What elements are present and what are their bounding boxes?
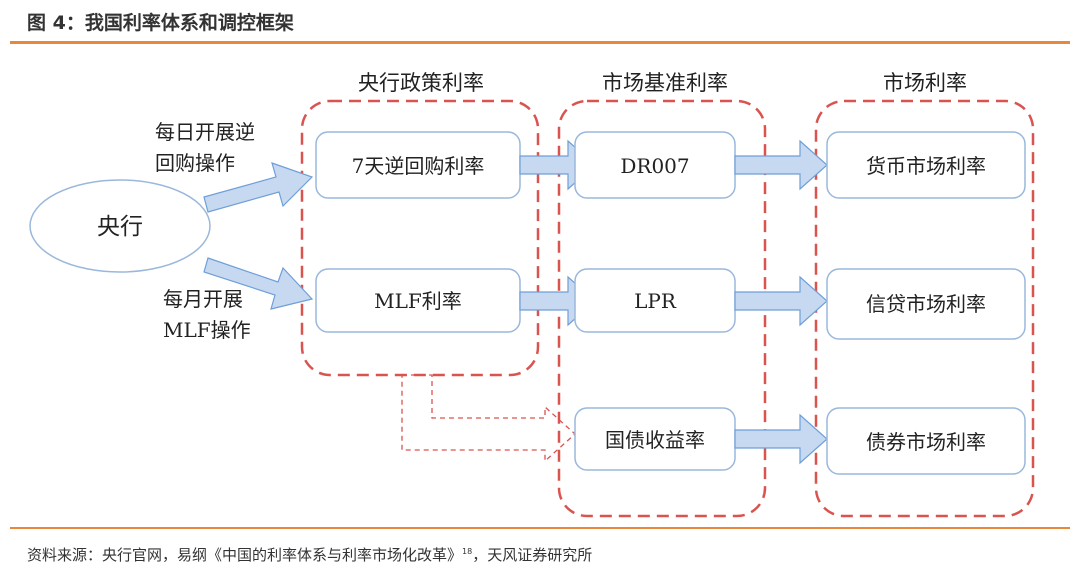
- market-box-money: [826, 131, 1026, 199]
- market-rate-header: 市场利率: [883, 71, 967, 95]
- monthly-operation-label-2: MLF操作: [163, 318, 251, 342]
- daily-operation-label-1: 每日开展逆: [155, 120, 255, 144]
- central-bank-label: 央行: [97, 214, 143, 240]
- arrow-lpr-to-credit-market: [734, 275, 828, 327]
- market-box-bond: [826, 407, 1026, 475]
- arrow-cb-to-mlf: [203, 257, 314, 310]
- benchmark-rate-header: 市场基准利率: [602, 71, 728, 95]
- market-box-credit: [826, 268, 1026, 340]
- source-note: 资料来源：央行官网，易纲《中国的利率体系与利率市场化改革》18，天风证券研究所: [27, 544, 592, 565]
- central-bank-node: [29, 179, 211, 273]
- benchmark-rate-2-label: LPR: [634, 289, 677, 313]
- policy-rate-1-label: 7天逆回购利率: [352, 154, 485, 178]
- arrow-cb-to-reverse-repo: [203, 162, 314, 213]
- market-rate-1-label: 货币市场利率: [866, 154, 986, 178]
- market-rate-2-label: 信贷市场利率: [866, 292, 986, 316]
- arrow-dr007-to-money-market: [734, 139, 828, 191]
- figure-title: 图 4：我国利率体系和调控框架: [27, 12, 294, 34]
- arrow-treasury-to-bond-market: [734, 413, 828, 465]
- rate-system-diagram: 央行政策利率 市场基准利率 市场利率 央行 每日开展逆 回购操作 每月开展 ML…: [29, 71, 1035, 518]
- dashed-arrow-to-treasury-yield: [401, 374, 576, 463]
- source-suffix: ，天风证券研究所: [472, 546, 593, 564]
- policy-rate-2-label: MLF利率: [374, 289, 462, 313]
- source-footnote: 18: [462, 547, 473, 556]
- top-rule: [10, 41, 1070, 44]
- monthly-operation-label-1: 每月开展: [163, 287, 243, 311]
- source-prefix: 资料来源：央行官网，易纲《中国的利率体系与利率市场化改革》: [27, 546, 463, 564]
- bottom-rule: [10, 527, 1070, 529]
- benchmark-rate-1-label: DR007: [620, 154, 689, 178]
- market-rate-3-label: 债券市场利率: [866, 430, 986, 454]
- benchmark-rate-3-label: 国债收益率: [605, 428, 705, 452]
- daily-operation-label-2: 回购操作: [155, 151, 235, 175]
- policy-rate-header: 央行政策利率: [358, 71, 484, 95]
